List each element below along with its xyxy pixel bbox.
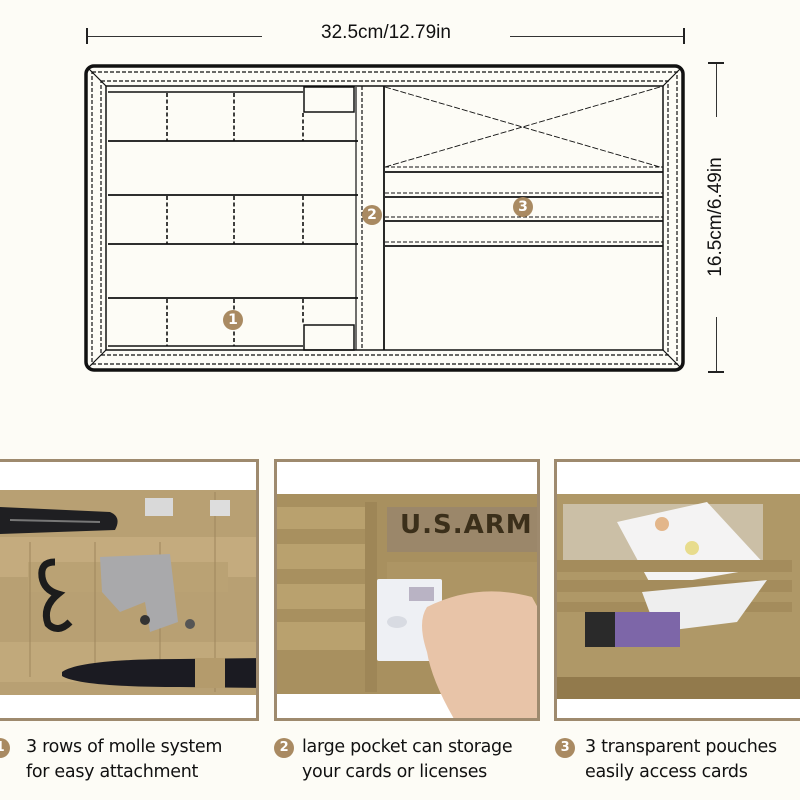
molle-tools-illustration (0, 490, 256, 695)
transparent-pouches-photo (554, 459, 800, 721)
molle-tools-photo (0, 459, 259, 721)
feature-2-line-2: your cards or licenses (302, 762, 488, 782)
caption-badge-2: 2 (274, 738, 294, 758)
height-tick-top (708, 62, 724, 64)
caption-badge-3: 3 (555, 738, 575, 758)
caption-badge-1: 1 (0, 738, 10, 758)
width-tick-right (683, 28, 685, 44)
badge-1: 1 (223, 310, 243, 330)
feature-caption-3: 3 3 transparent pouches easily access ca… (555, 735, 800, 785)
feature-3-line-1: 3 transparent pouches (585, 737, 777, 757)
badge-3: 3 (513, 197, 533, 217)
feature-1-line-2: for easy attachment (26, 762, 199, 782)
feature-caption-2: 2 large pocket can storage your cards or… (272, 735, 552, 785)
width-label: 32.5cm/12.79in (262, 22, 510, 44)
transparent-pouches-illustration (557, 494, 800, 699)
width-tick-left (86, 28, 88, 44)
large-pocket-photo: U.S.ARM (274, 459, 540, 721)
feature-caption-1: 1 3 rows of molle system for easy attach… (0, 735, 270, 785)
height-tick-bottom (708, 371, 724, 373)
us-army-patch-text: U.S.ARM (400, 510, 533, 540)
large-pocket-illustration (277, 494, 537, 718)
feature-2-line-1: large pocket can storage (302, 737, 513, 757)
badge-2: 2 (362, 205, 382, 225)
feature-1-line-1: 3 rows of molle system (26, 737, 223, 757)
feature-3-line-2: easily access cards (585, 762, 748, 782)
organizer-diagram (84, 64, 685, 372)
